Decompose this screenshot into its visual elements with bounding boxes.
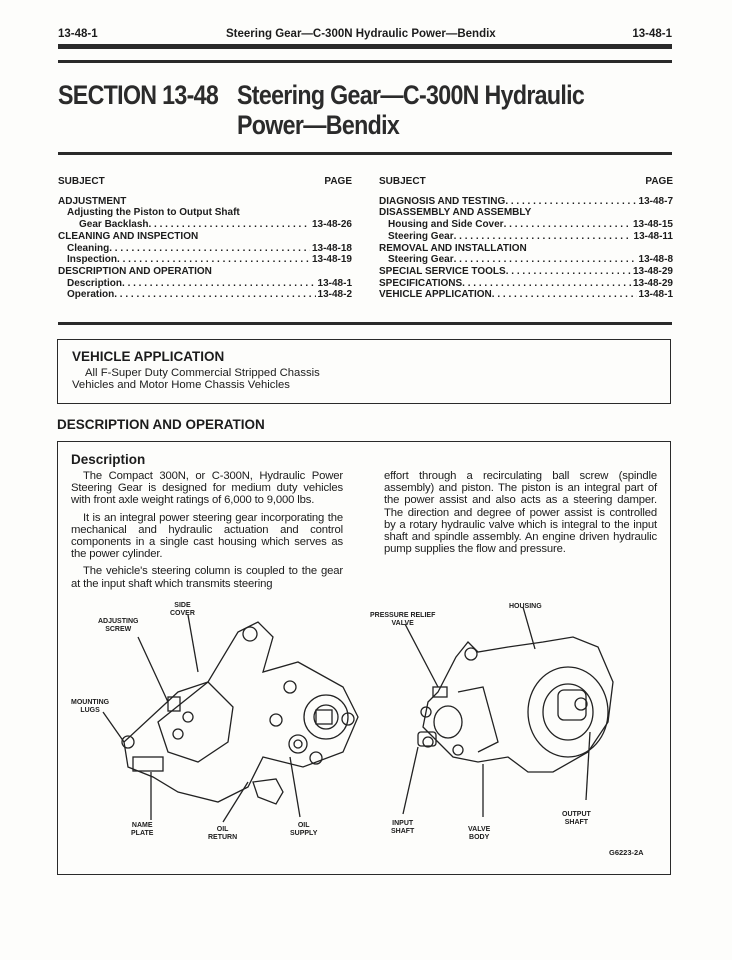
vehicle-application-heading: VEHICLE APPLICATION (72, 349, 225, 364)
description-paragraph: effort through a recirculating ball scre… (384, 470, 657, 556)
toc-entry[interactable]: Adjusting the Piston to Output Shaft (67, 207, 240, 219)
description-paragraph: It is an integral power steering gear in… (71, 511, 343, 561)
page-number-left: 13-48-1 (58, 28, 98, 40)
callout-housing: HOUSING (509, 603, 542, 610)
section-title-line1: Steering Gear—C-300N Hydraulic (237, 80, 585, 110)
title-top-rule (58, 60, 672, 63)
subject-label: SUBJECT (379, 176, 426, 187)
toc-bottom-rule (58, 322, 672, 325)
description-paragraph: The Compact 300N, or C-300N, Hydraulic P… (71, 470, 343, 507)
description-subheading: Description (71, 452, 146, 467)
subject-label: SUBJECT (58, 176, 105, 187)
toc-entry[interactable]: VEHICLE APPLICATION13-48-1 (379, 289, 673, 301)
page-label: PAGE (324, 176, 352, 187)
toc-entry[interactable]: Steering Gear13-48-8 (379, 254, 673, 266)
toc-entry[interactable]: Cleaning13-48-18 (58, 243, 352, 255)
title-bottom-rule (58, 152, 672, 155)
description-column-left: The Compact 300N, or C-300N, Hydraulic P… (71, 470, 343, 595)
toc-right-header: SUBJECT PAGE (379, 176, 673, 188)
toc-entry[interactable]: SPECIFICATIONS13-48-29 (379, 278, 673, 290)
toc-entry[interactable]: Inspection13-48-19 (58, 254, 352, 266)
section-number: SECTION 13-48 (58, 80, 219, 110)
description-paragraph: The vehicle's steering column is coupled… (71, 565, 343, 590)
vehicle-application-box: VEHICLE APPLICATION All F-Super Duty Com… (57, 339, 671, 404)
page-label: PAGE (645, 176, 673, 187)
toc-left: SUBJECT PAGE ADJUSTMENT Adjusting the Pi… (58, 176, 352, 301)
toc-entry[interactable]: ADJUSTMENT (58, 195, 127, 207)
steering-gear-illustration-right (402, 606, 614, 817)
description-operation-heading: DESCRIPTION AND OPERATION (57, 417, 265, 432)
section-title-line2: Power—Bendix (237, 110, 400, 140)
toc-entry[interactable]: DIAGNOSIS AND TESTING13-48-7 (379, 196, 673, 208)
toc-entry[interactable]: SPECIAL SERVICE TOOLS13-48-29 (379, 266, 673, 278)
toc-entry[interactable]: Gear Backlash13-48-26 (58, 219, 352, 231)
vehicle-application-line1: All F-Super Duty Commercial Stripped Cha… (85, 367, 320, 379)
figure-id: G6223-2A (609, 848, 644, 857)
toc-entry[interactable]: DESCRIPTION AND OPERATION (58, 265, 212, 277)
toc-entry[interactable]: DISASSEMBLY AND ASSEMBLY (379, 207, 532, 219)
running-title: Steering Gear—C-300N Hydraulic Power—Ben… (226, 28, 496, 40)
toc-entry[interactable]: Description13-48-1 (58, 278, 352, 290)
vehicle-application-line2: Vehicles and Motor Home Chassis Vehicles (72, 379, 290, 391)
toc-entry[interactable]: Operation13-48-2 (58, 289, 352, 301)
description-box: Description The Compact 300N, or C-300N,… (57, 441, 671, 875)
toc-right: SUBJECT PAGE DIAGNOSIS AND TESTING13-48-… (379, 176, 673, 301)
header-rule (58, 44, 672, 49)
page-number-right: 13-48-1 (632, 28, 672, 40)
toc-left-header: SUBJECT PAGE (58, 176, 352, 188)
steering-gear-illustration-left (102, 614, 359, 823)
toc-entry[interactable]: Housing and Side Cover13-48-15 (379, 219, 673, 231)
toc-entry[interactable]: REMOVAL AND INSTALLATION (379, 242, 527, 254)
description-column-right: effort through a recirculating ball scre… (384, 470, 657, 560)
toc-entry[interactable]: CLEANING AND INSPECTION (58, 230, 199, 242)
toc-entry[interactable]: Steering Gear13-48-11 (379, 231, 673, 243)
